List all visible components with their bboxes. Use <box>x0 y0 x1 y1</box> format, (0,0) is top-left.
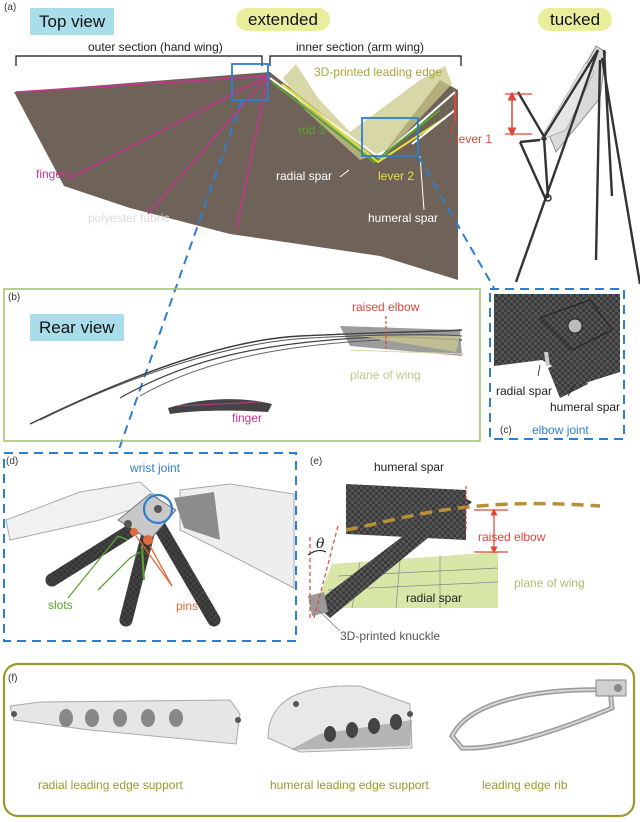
panel-a-letter: (a) <box>4 2 17 13</box>
b-finger-label: finger <box>232 411 263 425</box>
humeral-pointer <box>419 155 425 211</box>
humeral-spar-line <box>411 109 456 145</box>
wrist-zoom-box <box>231 63 269 101</box>
panel-c-letter: (c) <box>500 425 512 436</box>
lever2-label: lever 2 <box>378 169 415 183</box>
humeral-support-label: humeral leading edge support <box>270 778 429 792</box>
panel-b-letter: (b) <box>8 292 21 303</box>
lever1-pointer <box>449 119 456 134</box>
e-trajectory <box>345 501 601 532</box>
rear-view-badge: Rear view <box>30 314 124 341</box>
slots-label: slots <box>48 598 73 612</box>
radial-support-label: radial leading edge support <box>38 778 183 792</box>
radial-spar-label: radial spar <box>276 169 333 183</box>
panel-b-frame <box>3 288 481 442</box>
e-radial-spar-label: radial spar <box>406 591 463 605</box>
outer-section-label: outer section (hand wing) <box>88 40 223 54</box>
panel-f-frame <box>2 662 636 818</box>
inner-section-label: inner section (arm wing) <box>296 40 425 54</box>
elbow-zoom-box <box>361 117 419 157</box>
top-view-badge: Top view <box>30 8 115 35</box>
elbow-connector <box>417 155 495 289</box>
leading-edge-label: 3D-printed leading edge <box>314 65 443 79</box>
panel-b-graphics <box>3 288 481 442</box>
e-theta-label: θ <box>316 536 325 552</box>
wrist-joint-circle <box>142 493 174 525</box>
elbow-joint-label: elbow joint <box>532 423 589 437</box>
pins-label: pins <box>176 599 199 613</box>
e-knuckle-label: 3D-printed knuckle <box>340 629 441 643</box>
rib-part <box>449 687 615 751</box>
wrist-joint-label: wrist joint <box>130 461 181 475</box>
e-humeral-spar-label: humeral spar <box>374 460 445 474</box>
b-plane-of-wing-label: plane of wing <box>350 368 421 382</box>
slots-pointer <box>67 535 129 599</box>
wing-fabric <box>14 72 458 280</box>
panel-a-graphics <box>14 45 640 453</box>
panel-f-graphics <box>2 662 636 818</box>
inner-section-bracket <box>269 55 462 66</box>
fingers-label: fingers <box>36 167 73 181</box>
e-radial-spar-shape <box>314 494 472 618</box>
tucked-wing <box>505 45 640 285</box>
e-raised-elbow-label: raised elbow <box>478 530 546 544</box>
lever1-label: lever 1 <box>456 132 493 146</box>
humeral-spar-label: humeral spar <box>368 211 439 225</box>
finger-spars <box>15 75 269 231</box>
slots-pointer-2 <box>97 551 141 591</box>
panel-d-letter: (d) <box>6 456 19 467</box>
pins-pointer <box>149 545 173 587</box>
pin-marker-2 <box>130 528 138 536</box>
c-radial-spar-label: radial spar <box>496 384 553 398</box>
lever2-line <box>281 83 446 164</box>
wrist-connector <box>117 99 243 453</box>
rib-label: leading edge rib <box>482 778 568 792</box>
radial-pointer <box>339 169 350 178</box>
c-humeral-spar-label: humeral spar <box>550 400 621 414</box>
panel-f-letter: (f) <box>8 673 18 684</box>
b-raised-elbow-label: raised elbow <box>352 300 420 314</box>
b-finger-line <box>177 401 261 407</box>
b-plane-line <box>349 349 465 355</box>
e-plane-of-wing-label: plane of wing <box>514 576 585 590</box>
e-theta-line1 <box>313 525 339 619</box>
panel-d-graphics <box>3 452 297 642</box>
pins-pointer-2 <box>135 535 173 587</box>
polyester-label: polyester fabric <box>88 211 170 225</box>
rod3-label: rod 3 <box>298 123 326 137</box>
panel-e-graphics <box>307 484 601 632</box>
leading-edge <box>283 64 452 160</box>
pin-marker <box>143 535 153 545</box>
outer-section-bracket <box>15 55 263 66</box>
panel-c-graphics <box>489 288 625 440</box>
e-plane-of-wing <box>314 552 498 608</box>
panel-c-frame <box>489 288 625 440</box>
panel-e-letter: (e) <box>310 456 323 467</box>
humeral-support-part <box>267 685 413 753</box>
tucked-badge: tucked <box>538 8 613 31</box>
extended-badge: extended <box>236 8 330 31</box>
